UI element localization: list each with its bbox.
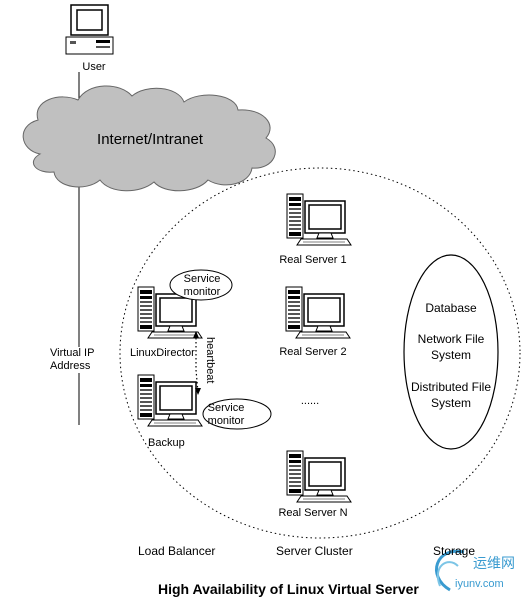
backup-label: Backup bbox=[148, 437, 185, 449]
watermark-logo-icon bbox=[435, 549, 465, 592]
cloud-label: Internet/Intranet bbox=[97, 131, 203, 148]
virtual-ip-label: Virtual IP Address bbox=[50, 347, 106, 373]
real-server-n-icon bbox=[286, 450, 352, 503]
storage-item-nfs: Network File System bbox=[417, 332, 485, 362]
real-server-2-icon bbox=[285, 286, 351, 339]
service-monitor-bottom-bubble bbox=[202, 398, 272, 430]
user-computer-icon bbox=[65, 4, 114, 55]
real-server-1-label: Real Server 1 bbox=[279, 254, 347, 266]
cluster-boundary bbox=[119, 167, 521, 539]
heartbeat-arrow-top bbox=[193, 331, 199, 338]
ellipsis-label: ...... bbox=[300, 395, 320, 407]
real-server-1-icon bbox=[286, 193, 352, 246]
service-monitor-bottom-label: Service monitor bbox=[207, 402, 245, 427]
heartbeat-arrow-bottom bbox=[195, 388, 201, 395]
storage-item-database: Database bbox=[425, 301, 477, 315]
service-monitor-top-label: Service monitor bbox=[183, 273, 221, 298]
load-balancer-label: Load Balancer bbox=[138, 544, 216, 558]
backup-icon bbox=[137, 374, 203, 427]
watermark-text-en: iyunv.com bbox=[455, 578, 504, 590]
service-monitor-top-bubble bbox=[169, 269, 233, 301]
storage-item-dfs: Distributed File System bbox=[410, 380, 492, 410]
watermark-text-cn: 运维网 bbox=[473, 556, 515, 572]
server-cluster-label: Server Cluster bbox=[276, 544, 353, 558]
cloud-shape bbox=[22, 85, 276, 192]
linux-director-label: LinuxDirector bbox=[130, 347, 195, 359]
storage-ellipse bbox=[403, 254, 499, 450]
heartbeat-link bbox=[195, 334, 199, 393]
storage-label: Storage bbox=[433, 544, 476, 558]
real-server-2-label: Real Server 2 bbox=[279, 346, 347, 358]
diagram-title: High Availability of Linux Virtual Serve… bbox=[158, 581, 419, 597]
user-label: User bbox=[82, 61, 106, 73]
heartbeat-label: heartbeat bbox=[204, 337, 216, 384]
real-server-n-label: Real Server N bbox=[278, 507, 348, 519]
